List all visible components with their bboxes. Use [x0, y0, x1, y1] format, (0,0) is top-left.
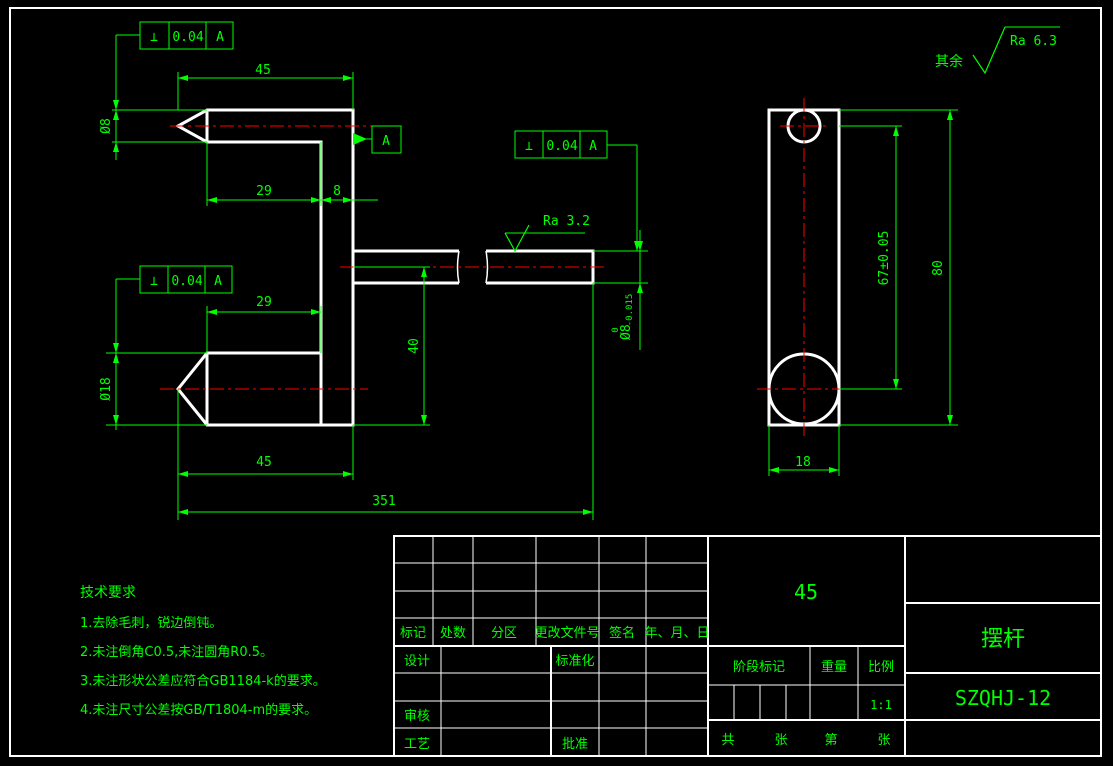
tb-scale: 比例 [868, 660, 894, 675]
dim-80: 80 [931, 260, 946, 276]
dim-351: 351 [372, 494, 395, 509]
tech-item: 1.去除毛刺，锐边倒钝。 [80, 616, 222, 631]
roughness-other-label: 其余 [935, 53, 963, 70]
tb-design: 设计 [404, 654, 430, 669]
dim-side-18: 18 [795, 455, 811, 470]
tb-process: 工艺 [404, 737, 430, 752]
tolerance-frame-boxes [139, 21, 608, 294]
tf2-symbol: ⊥ [525, 139, 533, 154]
tb-standardization: 标准化 [555, 654, 594, 669]
arrowheads [113, 75, 953, 515]
tech-item: 3.未注形状公差应符合GB1184-k的要求。 [80, 673, 326, 689]
tb-header: 签名 [609, 625, 635, 641]
tb-header: 分区 [491, 626, 517, 641]
dimension-lines [106, 26, 1060, 520]
dim-8: 8 [333, 184, 341, 199]
tb-sheets-unit2: 张 [877, 733, 890, 748]
tech-item: 2.未注倒角C0.5,未注圆角R0.5。 [80, 645, 273, 660]
tf2-value: 0.04 [546, 139, 577, 154]
dim-40: 40 [407, 338, 422, 354]
dimension-texts: ⊥ 0.04 A ⊥ 0.04 A ⊥ 0.04 A A 45 29 8 29 … [99, 30, 1057, 509]
tb-review: 审核 [404, 709, 430, 724]
tf3-symbol: ⊥ [150, 274, 158, 289]
tb-drawing-no: SZQHJ-12 [955, 686, 1051, 710]
tb-scale-value: 1:1 [870, 698, 892, 712]
tb-sheets-total: 共 [721, 733, 734, 748]
tb-stage-mark: 阶段标记 [733, 660, 785, 675]
dim-29-upper: 29 [256, 184, 272, 199]
tb-header: 处数 [440, 626, 466, 641]
tf3-value: 0.04 [171, 274, 202, 289]
tf1-datum: A [216, 30, 224, 45]
tf2-datum: A [589, 139, 597, 154]
side-centerlines [757, 98, 851, 436]
dim-dia-18: Ø18 [99, 377, 114, 400]
tb-weight: 重量 [821, 659, 847, 675]
break-line-left [456, 250, 460, 284]
tb-sheets-unit1: 张 [774, 733, 787, 748]
dim-67: 67±0.05 [877, 231, 892, 286]
dim-shaft-tol-upper: 0 [611, 327, 621, 332]
tf1-symbol: ⊥ [150, 30, 158, 45]
tech-title: 技术要求 [80, 585, 136, 601]
title-block-grid [393, 535, 1102, 757]
tf3-datum: A [214, 274, 222, 289]
sheet-border [9, 7, 1102, 757]
tb-approve: 批准 [562, 737, 588, 752]
dim-29-lower: 29 [256, 295, 272, 310]
tb-sheet-no: 第 [824, 733, 837, 748]
tb-part-name: 摆杆 [981, 627, 1025, 652]
arm-left [353, 249, 459, 285]
dim-bottom-45: 45 [256, 455, 272, 470]
roughness-other-value: Ra 6.3 [1010, 34, 1057, 49]
large-hole [767, 352, 841, 426]
roughness-symbols [504, 26, 1006, 253]
tb-header: 标记 [400, 626, 426, 641]
tf1-value: 0.04 [172, 30, 203, 45]
dim-dia-8: Ø8 [99, 118, 114, 134]
roughness-shaft: Ra 3.2 [543, 214, 590, 229]
tb-material: 45 [794, 580, 818, 604]
dim-shaft-tol-lower: -0.015 [625, 294, 635, 327]
datum-a-label: A [382, 134, 390, 149]
break-line-right [485, 250, 489, 284]
front-centerlines [160, 125, 605, 390]
tech-item: 4.未注尺寸公差按GB/T1804-m的要求。 [80, 702, 317, 718]
datum-triangle [353, 133, 367, 145]
tb-header: 更改文件号 [534, 626, 599, 641]
title-block-texts: 标记 处数 分区 更改文件号 签名 年、月、日 设计 标准化 审核 工艺 批准 … [400, 580, 1051, 752]
tech-requirements: 技术要求 1.去除毛刺，锐边倒钝。 2.未注倒角C0.5,未注圆角R0.5。 3… [80, 585, 326, 718]
tb-header: 年、月、日 [644, 626, 709, 641]
part-outline [174, 108, 355, 427]
dim-shaft-dia: Ø8 [619, 324, 634, 340]
dim-top-45: 45 [255, 63, 271, 78]
